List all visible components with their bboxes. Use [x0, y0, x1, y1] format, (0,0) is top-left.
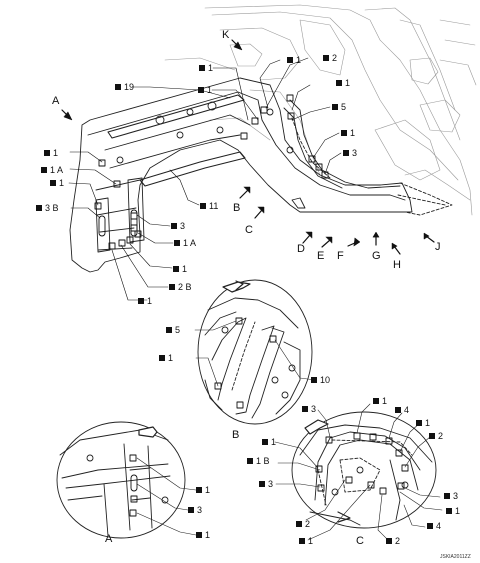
vehicle-body-background [164, 4, 477, 216]
view-letter-a: A [52, 95, 60, 107]
callout-k-1b: 1 [198, 85, 212, 95]
view-letter-h: H [393, 259, 401, 271]
leader-lines-main [68, 57, 342, 301]
callout-m-3: 3 [171, 221, 185, 231]
view-letter-c: C [245, 224, 253, 236]
callout-l-1b: 1 [50, 178, 64, 188]
callout-b-5: 5 [166, 325, 180, 335]
callout-k-1c: 1 [287, 55, 301, 65]
callout-l-3b: 3 B [36, 203, 59, 213]
callout-c-1: 1 [373, 396, 387, 406]
detail-a-view [56, 421, 197, 539]
view-letter-f: F [337, 250, 344, 262]
detail-c-view [274, 403, 443, 543]
callout-c-1d: 1 [446, 506, 460, 516]
view-letter-g: G [372, 250, 381, 262]
callout-c-3c: 3 [444, 491, 458, 501]
callout-19: 19 [115, 82, 134, 92]
callout-c-1b: 1 [416, 418, 430, 428]
view-letter-e: E [317, 250, 325, 262]
figure-code: JSKIA2011ZZ [440, 554, 471, 560]
callout-b-1: 1 [159, 353, 173, 363]
callout-k-1a: 1 [199, 63, 213, 73]
callout-m-1b: 1 [138, 296, 152, 306]
callout-a-1b: 1 [196, 530, 210, 540]
callout-l-1a: 1 A [41, 165, 63, 175]
callout-a-1: 1 [196, 485, 210, 495]
callout-c-2b: 2 [296, 519, 310, 529]
view-arrows [61, 39, 435, 255]
detail-b-view [194, 279, 316, 425]
callout-c-1bb: 1 B [247, 456, 270, 466]
callout-c-3b: 3 [259, 479, 273, 489]
view-letter-b: B [233, 202, 241, 214]
weld-points-main [94, 94, 329, 250]
callout-b-10: 10 [311, 375, 330, 385]
callout-l-1: 1 [44, 148, 58, 158]
callout-r-1: 1 [336, 78, 350, 88]
callout-c-4b: 4 [427, 521, 441, 531]
callout-m-2b: 2 B [169, 282, 192, 292]
view-letter-d: D [297, 243, 305, 255]
callout-c-2c: 2 [386, 536, 400, 546]
callout-k-2: 2 [323, 53, 337, 63]
callout-a-3: 3 [188, 505, 202, 515]
detail-label-c: C [356, 535, 364, 547]
view-letter-j: J [435, 241, 441, 253]
callout-r-3: 3 [343, 148, 357, 158]
callout-r-5: 5 [332, 102, 346, 112]
callout-c-4: 4 [395, 405, 409, 415]
callout-c-1c: 1 [262, 437, 276, 447]
detail-label-a: A [105, 533, 113, 545]
callout-c-1e: 1 [299, 536, 313, 546]
callout-c-3: 3 [302, 404, 316, 414]
callout-m-1a: 1 A [174, 238, 196, 248]
callout-c-2: 2 [429, 431, 443, 441]
callout-m-1: 1 [173, 264, 187, 274]
detail-label-b: B [232, 429, 240, 441]
callout-r-1b: 1 [341, 128, 355, 138]
view-letter-k: K [222, 29, 230, 41]
callout-11: 11 [200, 201, 218, 211]
